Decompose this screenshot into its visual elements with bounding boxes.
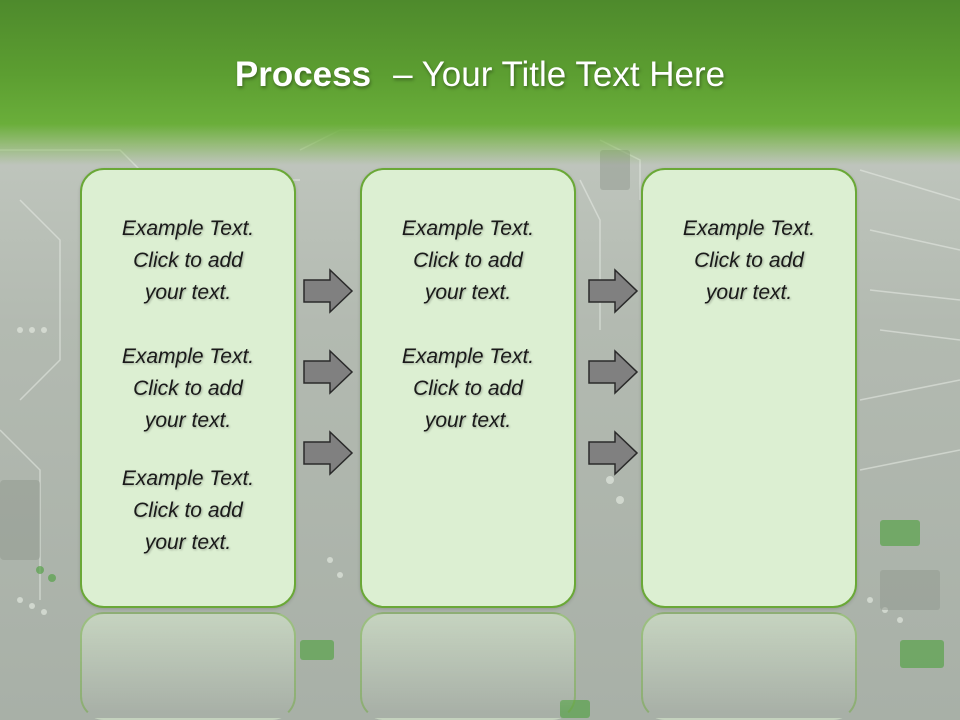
text-line: Example Text. <box>682 217 816 240</box>
text-line: Click to add <box>413 249 523 272</box>
text-line: your text. <box>424 281 512 304</box>
text-line: Click to add <box>694 249 804 272</box>
text-block[interactable]: Example Text. Click to add your text. <box>82 341 294 437</box>
text-line: Example Text. <box>121 217 255 240</box>
right-arrow-icon[interactable] <box>587 430 639 476</box>
text-line: your text. <box>144 531 232 554</box>
text-line: Click to add <box>133 249 243 272</box>
text-line: Example Text. <box>121 467 255 490</box>
process-box-3[interactable]: Example Text. Click to add your text. <box>641 168 857 608</box>
text-line: your text. <box>144 281 232 304</box>
right-arrow-icon[interactable] <box>587 349 639 395</box>
text-line: Example Text. <box>401 345 535 368</box>
text-block[interactable]: Example Text. Click to add your text. <box>362 213 574 309</box>
box-reflection <box>80 612 296 720</box>
text-block[interactable]: Example Text. Click to add your text. <box>82 213 294 309</box>
text-line: Click to add <box>413 377 523 400</box>
text-line: Click to add <box>133 499 243 522</box>
title-bold: Process <box>234 55 372 94</box>
title-rest: – Your Title Text Here <box>393 55 726 94</box>
text-line: Click to add <box>133 377 243 400</box>
text-block[interactable]: Example Text. Click to add your text. <box>82 463 294 559</box>
text-block[interactable]: Example Text. Click to add your text. <box>362 341 574 437</box>
right-arrow-icon[interactable] <box>302 430 354 476</box>
right-arrow-icon[interactable] <box>302 349 354 395</box>
box-reflection <box>641 612 857 720</box>
text-line: your text. <box>424 409 512 432</box>
box-reflection <box>360 612 576 720</box>
text-line: Example Text. <box>401 217 535 240</box>
text-block[interactable]: Example Text. Click to add your text. <box>643 213 855 309</box>
text-line: your text. <box>144 409 232 432</box>
process-box-2[interactable]: Example Text. Click to add your text. Ex… <box>360 168 576 608</box>
slide-title[interactable]: Process – Your Title Text Here <box>0 50 960 100</box>
text-line: your text. <box>705 281 793 304</box>
title-bar <box>0 0 960 165</box>
process-box-1[interactable]: Example Text. Click to add your text. Ex… <box>80 168 296 608</box>
text-line: Example Text. <box>121 345 255 368</box>
right-arrow-icon[interactable] <box>587 268 639 314</box>
right-arrow-icon[interactable] <box>302 268 354 314</box>
